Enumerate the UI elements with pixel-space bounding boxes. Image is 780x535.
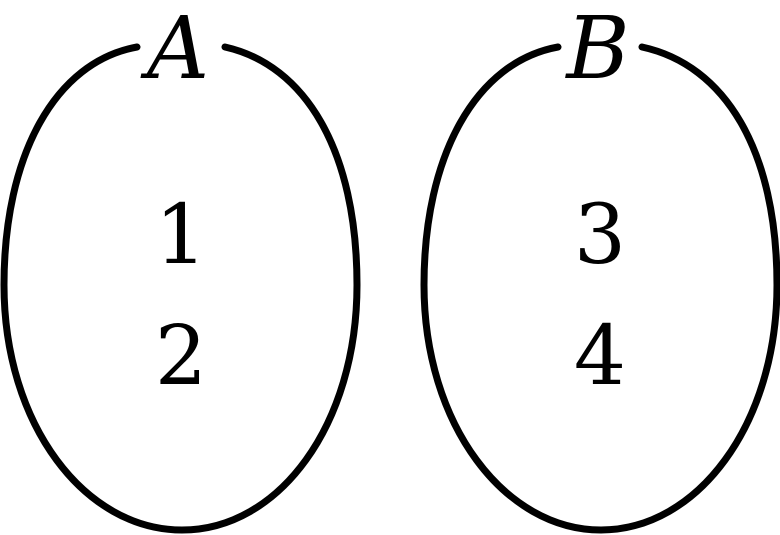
- set-b: B 3 4: [420, 0, 780, 534]
- set-a-outline: [0, 43, 361, 534]
- set-b-element-4: 4: [574, 309, 626, 404]
- set-b-element-3: 3: [574, 188, 626, 283]
- set-a: A 1 2: [0, 0, 361, 534]
- set-a-element-1: 1: [155, 188, 207, 283]
- set-a-label: A: [140, 0, 209, 99]
- set-b-outline: [420, 43, 780, 534]
- set-b-label: B: [564, 0, 629, 99]
- set-a-element-2: 2: [155, 309, 207, 404]
